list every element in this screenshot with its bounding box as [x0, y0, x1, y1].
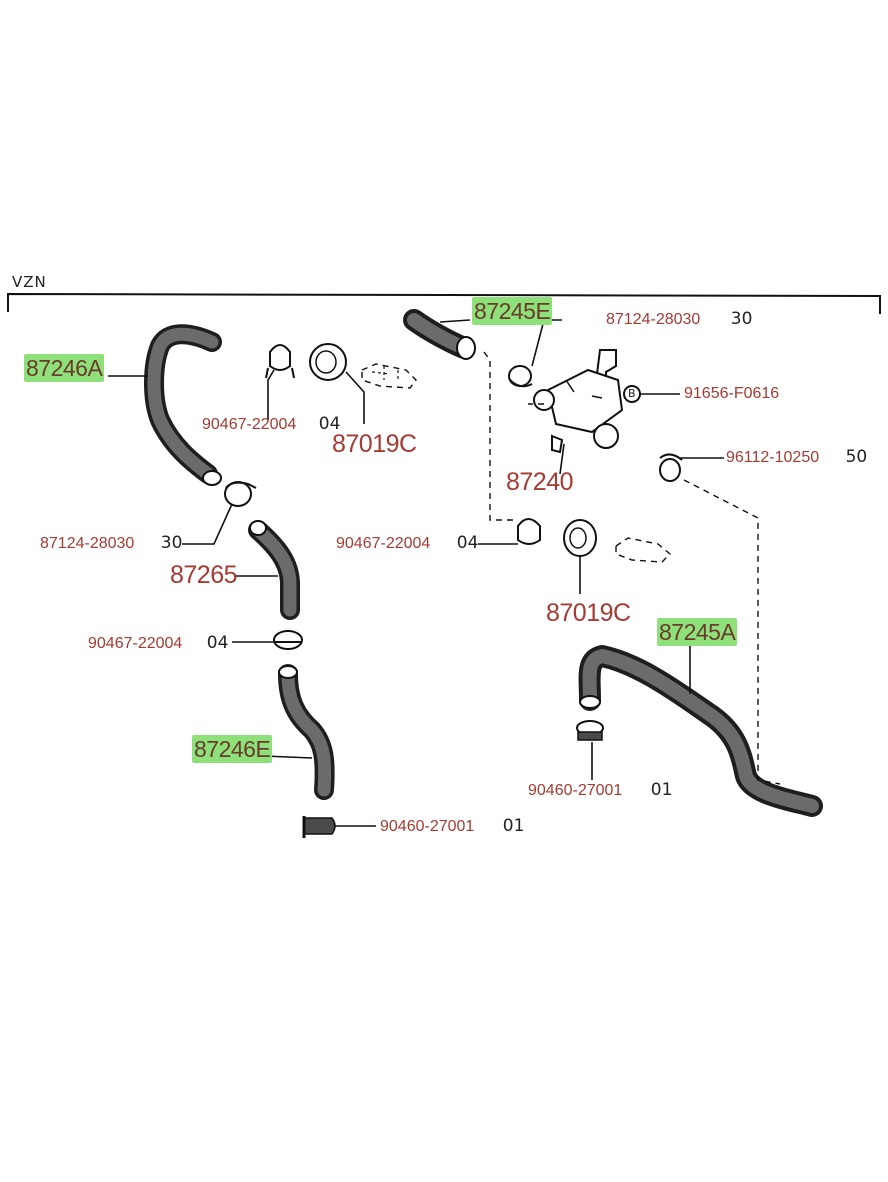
plug-mid-part[interactable]	[615, 537, 672, 563]
callout-90467-22004-mid[interactable]: 90467-22004 04	[336, 535, 478, 552]
callout-96112-10250[interactable]: 96112-10250 50	[726, 449, 867, 466]
clamp-90460-27001-right-part[interactable]	[576, 720, 604, 741]
frame-title: VZN	[12, 273, 47, 291]
part-number: 87124-28030	[40, 535, 135, 552]
callout-90460-27001-bottom[interactable]: 90460-27001 01	[380, 818, 524, 835]
water-valve-87240-part[interactable]	[533, 349, 624, 454]
part-number: 87019C	[332, 430, 417, 458]
clamp-90460-27001-bottom-part[interactable]	[302, 816, 336, 838]
part-number: 87019C	[546, 599, 631, 627]
grommet-87019c-mid-part[interactable]	[563, 519, 597, 557]
grommet-87019c-top-part[interactable]	[309, 343, 347, 381]
part-number-87246a: 87246A	[24, 354, 105, 382]
part-number: 90467-22004	[88, 635, 183, 652]
callout-87245e[interactable]: 87245E	[472, 297, 553, 325]
quantity: 04	[206, 633, 229, 653]
part-number: 87240	[506, 468, 574, 496]
hose-87246a-part[interactable]	[144, 324, 222, 486]
plug-top-part[interactable]	[361, 363, 417, 389]
callout-87124-28030-left[interactable]: 87124-28030 30	[40, 535, 182, 552]
quantity: 30	[160, 533, 183, 553]
callout-87124-28030-top[interactable]: 87124-28030 30	[606, 311, 752, 328]
quantity: 04	[456, 533, 479, 553]
part-number: 90460-27001	[380, 818, 475, 835]
part-number-87245e: 87245E	[472, 297, 553, 325]
part-number: 90467-22004	[202, 416, 297, 433]
quantity: 30	[730, 309, 753, 329]
clip-90467-22004-low-part[interactable]	[273, 630, 303, 650]
callout-87265[interactable]: 87265	[170, 561, 238, 589]
callout-87246a[interactable]: 87246A	[24, 354, 105, 382]
diagram-frame	[7, 292, 881, 314]
quantity: 01	[650, 780, 673, 800]
clamp-87124-28030-left-part[interactable]	[224, 481, 257, 507]
clip-90467-22004-top-part[interactable]	[265, 344, 295, 379]
clip-90467-22004-mid-part[interactable]	[517, 518, 541, 545]
part-number-87246e: 87246E	[192, 735, 273, 763]
clamp-87124-28030-top-part[interactable]	[508, 365, 533, 388]
quantity: 04	[318, 414, 341, 434]
callout-90467-22004-low[interactable]: 90467-22004 04	[88, 635, 228, 652]
part-number: 90467-22004	[336, 535, 431, 552]
part-number: 96112-10250	[726, 449, 820, 466]
clamp-96112-10250-part[interactable]	[659, 453, 683, 482]
callout-87019c-mid[interactable]: 87019C	[546, 601, 631, 626]
callout-90467-22004-top[interactable]: 90467-22004 04	[202, 416, 340, 433]
callout-87240[interactable]: 87240	[506, 468, 574, 496]
hose-87245e-part[interactable]	[403, 309, 476, 360]
leader-lines	[108, 319, 724, 827]
callout-87245a[interactable]: 87245A	[657, 618, 738, 646]
callout-90460-27001-right[interactable]: 90460-27001 01	[528, 782, 672, 799]
part-number: 87265	[170, 561, 238, 589]
quantity: 50	[845, 447, 868, 467]
hose-87245a-part[interactable]	[578, 645, 823, 817]
routing-lines	[483, 351, 781, 785]
callout-87019c-top[interactable]: 87019C	[332, 432, 417, 457]
hose-87246e-part[interactable]	[278, 664, 335, 800]
part-number: 91656-F0616	[684, 385, 780, 402]
part-number-87245a: 87245A	[657, 618, 738, 646]
part-number: 87124-28030	[606, 311, 701, 328]
marker-b: B	[628, 387, 636, 400]
quantity: 01	[502, 816, 525, 836]
callout-87246e[interactable]: 87246E	[192, 735, 273, 763]
part-number: 90460-27001	[528, 782, 623, 799]
hose-87265-part[interactable]	[248, 520, 300, 620]
callout-91656-f0616[interactable]: B 91656-F0616	[626, 386, 779, 402]
